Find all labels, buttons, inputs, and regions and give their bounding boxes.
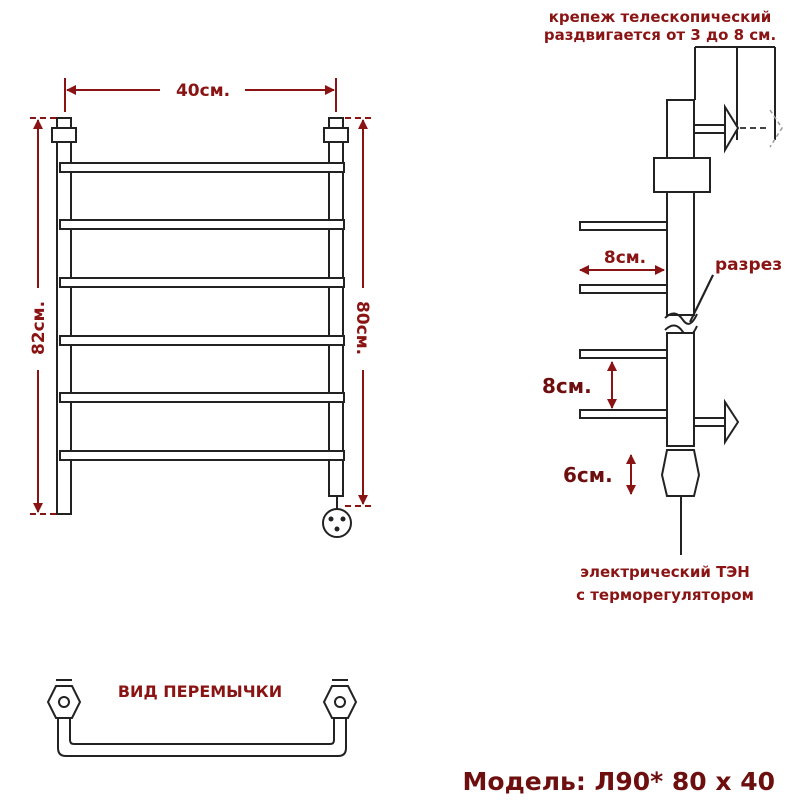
bridge-fitting-hole-left (58, 696, 70, 708)
heater-length-arrow-top (626, 454, 636, 464)
right-top-cap (323, 127, 349, 143)
rung-depth-label: 8см. (604, 248, 646, 268)
bridge-jumper (57, 712, 347, 757)
mount-bracket-top-extended (769, 109, 783, 148)
right-side-pipe (328, 117, 344, 497)
rung-depth-arrow-left (579, 265, 589, 275)
bridge-view: ВИД ПЕРЕМЫЧКИ (46, 679, 358, 757)
rung (59, 162, 345, 173)
width-label: 40см. (176, 81, 230, 101)
side-rung (579, 284, 668, 294)
mount-bracket-bottom (724, 398, 740, 446)
rung (59, 392, 345, 403)
bridge-fitting-hole-right (334, 696, 346, 708)
side-view: крепеж телескопический раздвигается от 3… (542, 8, 783, 604)
heater-knob-dot (340, 516, 346, 522)
section-break-top (664, 312, 698, 325)
rung (59, 450, 345, 461)
heater-label-line2: с терморегулятором (576, 586, 754, 604)
height-inner-arrow-bottom (358, 495, 368, 505)
upper-tube (666, 99, 695, 316)
width-arrow-left (66, 85, 76, 95)
rung (59, 277, 345, 288)
rung-spacing-arrow-bottom (607, 399, 617, 409)
bridge-view-title: ВИД ПЕРЕМЫЧКИ (118, 682, 282, 701)
lower-tube (666, 332, 695, 447)
mount-label-line2: раздвигается от 3 до 8 см. (544, 26, 776, 44)
left-top-cap (51, 127, 77, 143)
heater-knob-dot (334, 526, 340, 532)
side-rung (579, 409, 668, 419)
left-side-pipe (56, 117, 72, 515)
electric-heater (660, 449, 701, 497)
rung-depth-arrow-right (655, 265, 665, 275)
bridge-jumper-inner (69, 712, 335, 745)
side-rung (579, 221, 668, 231)
mount-bracket-top (724, 103, 740, 154)
mount-label-line1: крепеж телескопический (549, 8, 772, 26)
rung-spacing-arrow-top (607, 361, 617, 371)
width-arrow-right (325, 85, 335, 95)
rung (59, 335, 345, 346)
rung (59, 219, 345, 230)
rung-spacing-label: 8см. (542, 374, 592, 398)
heater-length-label: 6см. (563, 463, 613, 487)
height-inner-label: 80см. (352, 301, 372, 355)
height-outer-label: 82см. (29, 301, 49, 355)
heater-knob (322, 508, 352, 538)
model-label: Модель: Л90* 80 х 40 (463, 767, 775, 796)
front-view: 40см. 82см. 80см. (29, 78, 372, 538)
section-label: разрез (715, 255, 782, 275)
height-outer-arrow-top (33, 119, 43, 129)
heater-knob-dot (328, 516, 334, 522)
height-outer-arrow-bottom (33, 503, 43, 513)
section-leader-2 (689, 274, 714, 323)
heater-label-line1: электрический ТЭН (580, 563, 750, 581)
height-inner-arrow-top (358, 119, 368, 129)
tube-fitting (653, 157, 711, 193)
side-rung (579, 349, 668, 359)
heater-length-arrow-bottom (626, 485, 636, 495)
